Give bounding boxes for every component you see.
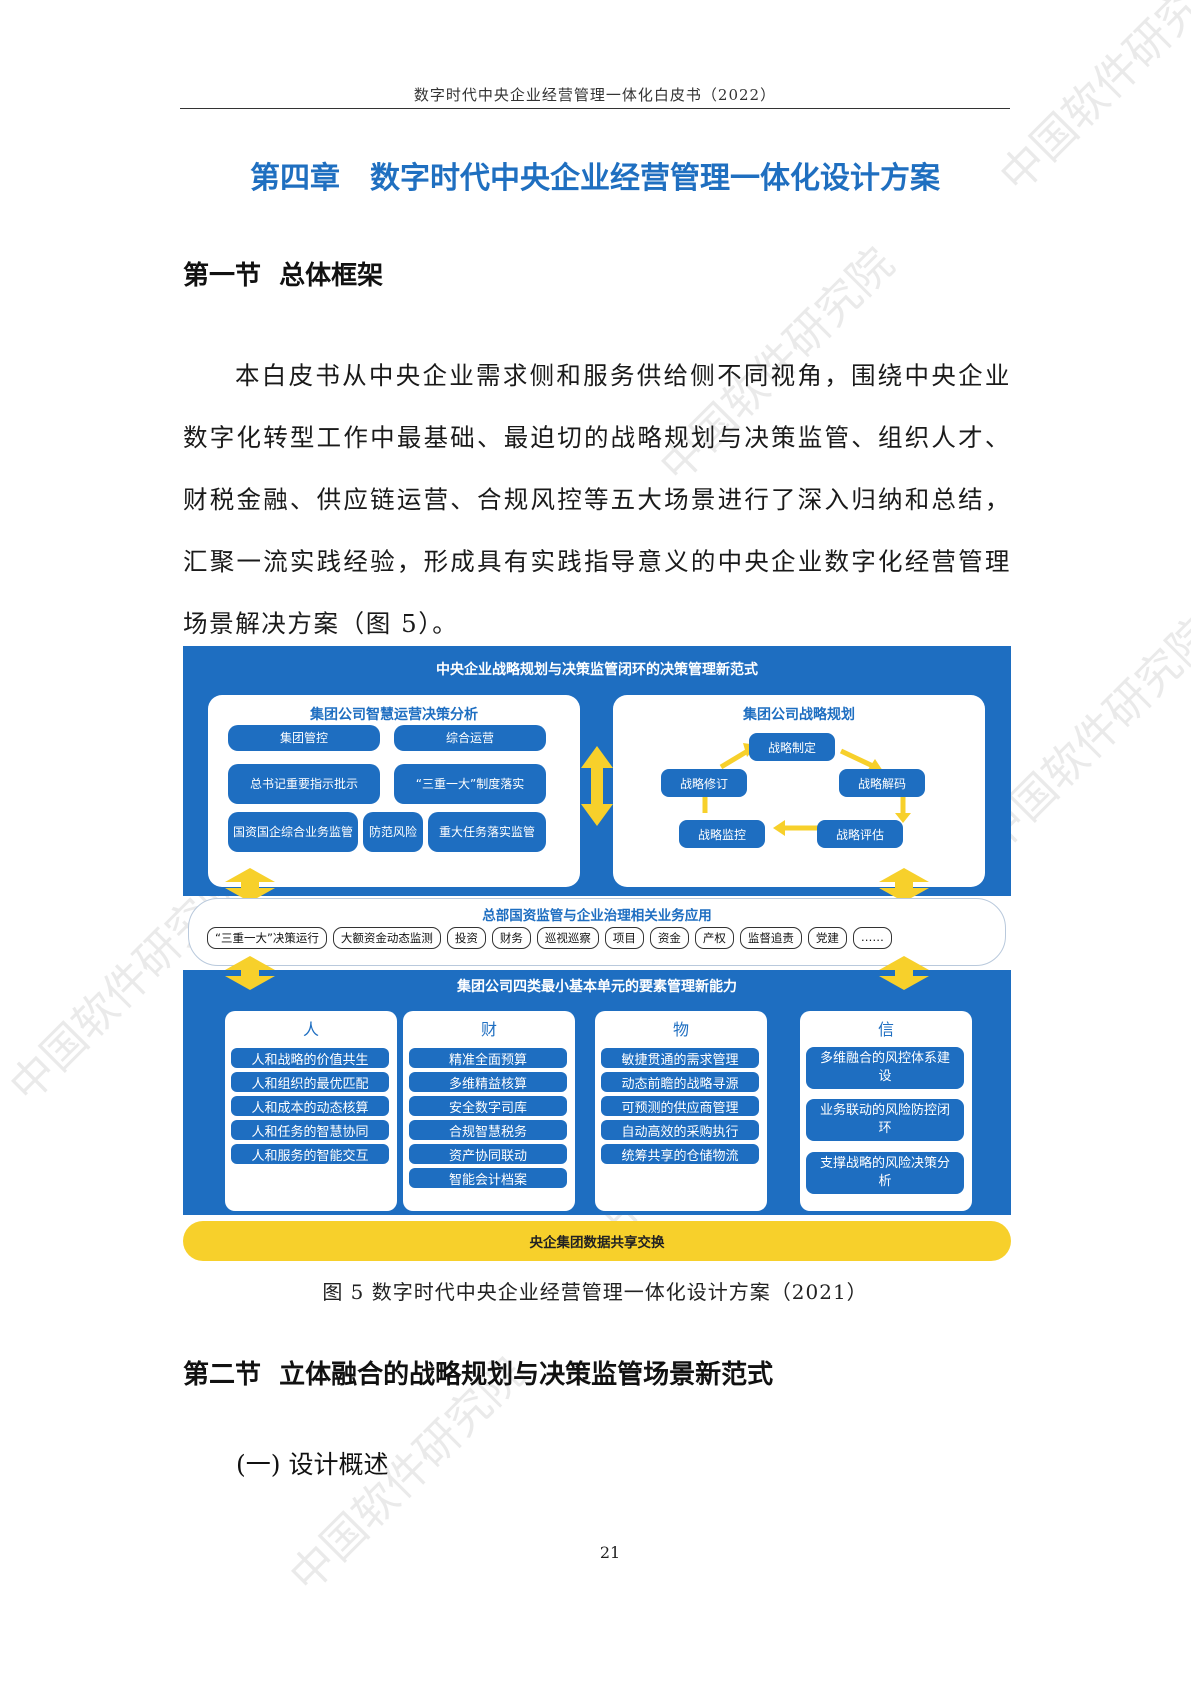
left-panel-title: 集团公司智慧运营决策分析 — [310, 707, 478, 723]
decision-item: 重大任务落实监管 — [428, 812, 546, 852]
data-exchange-band: 央企集团数据共享交换 — [183, 1221, 1011, 1261]
running-header: 数字时代中央企业经营管理一体化白皮书（2022） — [413, 86, 777, 104]
page-number: 21 — [599, 1543, 621, 1562]
column-item: 安全数字司库 — [409, 1096, 567, 1116]
decision-item: 集团管控 — [228, 725, 380, 751]
element-column-finance: 财 精准全面预算 多维精益核算 安全数字司库 合规智慧税务 资产协同联动 智能会… — [403, 1011, 575, 1211]
body-paragraph: 本白皮书从中央企业需求侧和服务供给侧不同视角，围绕中央企业数字化转型工作中最基础… — [183, 361, 1011, 638]
right-panel: 集团公司战略规划 战略制定 战略解码 战略评估 战略监控 战略修订 — [613, 695, 985, 887]
watermark: 中国软件研究院 — [990, 0, 1191, 203]
middle-band-items: “三重一大”决策运行 大额资金动态监测 投资 财务 巡视巡察 项目 资金 产权 … — [207, 927, 892, 949]
business-item: 投资 — [446, 927, 486, 949]
column-item: 合规智慧税务 — [409, 1120, 567, 1140]
header-rule — [180, 108, 1010, 109]
column-title: 物 — [672, 1020, 689, 1039]
column-item: 人和任务的智慧协同 — [231, 1120, 389, 1140]
business-item: 项目 — [604, 927, 644, 949]
decision-item: 防范风险 — [363, 812, 423, 852]
cycle-step: 战略评估 — [817, 820, 903, 848]
figure-top-title: 中央企业战略规划与决策监管闭环的决策管理新范式 — [436, 662, 758, 678]
figure-caption: 图 5 数字时代中央企业经营管理一体化设计方案（2021） — [322, 1280, 868, 1304]
business-item: 产权 — [694, 927, 734, 949]
right-panel-title: 集团公司战略规划 — [743, 707, 855, 723]
column-item: 业务联动的风险防控闭环 — [806, 1099, 964, 1141]
column-item: 自动高效的采购执行 — [601, 1120, 759, 1140]
column-item: 可预测的供应商管理 — [601, 1096, 759, 1116]
framework-figure: 中央企业战略规划与决策监管闭环的决策管理新范式 集团公司智慧运营决策分析 集团管… — [183, 646, 1011, 1261]
element-column-people: 人 人和战略的价值共生 人和组织的最优匹配 人和成本的动态核算 人和任务的智慧协… — [225, 1011, 397, 1211]
decision-item: 总书记重要指示批示 — [228, 764, 380, 804]
decision-item: “三重一大”制度落实 — [394, 764, 546, 804]
column-item: 支撑战略的风险决策分析 — [806, 1152, 964, 1194]
column-item: 统筹共享的仓储物流 — [601, 1144, 759, 1164]
column-item: 动态前瞻的战略寻源 — [601, 1072, 759, 1092]
column-title: 财 — [480, 1020, 497, 1039]
subsection-title: (一) 设计概述 — [236, 1450, 389, 1479]
column-item: 资产协同联动 — [409, 1144, 567, 1164]
column-item: 敏捷贯通的需求管理 — [601, 1048, 759, 1068]
business-item: 大额资金动态监测 — [332, 927, 441, 949]
business-item: 监督追责 — [739, 927, 802, 949]
business-item: 巡视巡察 — [536, 927, 599, 949]
section-title: 第一节 总体框架 — [183, 261, 384, 291]
business-item: 党建 — [807, 927, 847, 949]
business-item: …… — [852, 927, 892, 949]
business-item: “三重一大”决策运行 — [207, 927, 327, 949]
decision-item: 综合运营 — [394, 725, 546, 751]
cycle-step: 战略监控 — [679, 820, 765, 848]
vertical-arrow-icon — [225, 868, 275, 902]
section-title: 第二节 立体融合的战略规划与决策监管场景新范式 — [183, 1360, 774, 1390]
vertical-arrow-icon — [879, 956, 929, 990]
column-item: 精准全面预算 — [409, 1048, 567, 1068]
business-item: 资金 — [649, 927, 689, 949]
column-item: 人和成本的动态核算 — [231, 1096, 389, 1116]
business-item: 财务 — [491, 927, 531, 949]
column-item: 人和服务的智能交互 — [231, 1144, 389, 1164]
column-item: 多维融合的风控体系建设 — [806, 1047, 964, 1089]
element-column-information: 信 多维融合的风控体系建设 业务联动的风险防控闭环 支撑战略的风险决策分析 — [800, 1011, 972, 1211]
column-item: 人和组织的最优匹配 — [231, 1072, 389, 1092]
column-item: 人和战略的价值共生 — [231, 1048, 389, 1068]
left-panel: 集团公司智慧运营决策分析 集团管控 综合运营 总书记重要指示批示 “三重一大”制… — [208, 695, 580, 887]
figure-bottom-title: 集团公司四类最小基本单元的要素管理新能力 — [457, 979, 737, 995]
middle-band: 总部国资监管与企业治理相关业务应用 “三重一大”决策运行 大额资金动态监测 投资… — [188, 898, 1006, 966]
element-column-materials: 物 敏捷贯通的需求管理 动态前瞻的战略寻源 可预测的供应商管理 自动高效的采购执… — [595, 1011, 767, 1211]
cycle-step: 战略修订 — [661, 769, 747, 797]
column-title: 人 — [302, 1020, 319, 1039]
column-title: 信 — [877, 1020, 894, 1039]
middle-band-title: 总部国资监管与企业治理相关业务应用 — [482, 908, 712, 924]
chapter-title: 第四章 数字时代中央企业经营管理一体化设计方案 — [250, 161, 940, 196]
vertical-arrow-icon — [879, 868, 929, 902]
cycle-step: 战略解码 — [839, 769, 925, 797]
column-item: 多维精益核算 — [409, 1072, 567, 1092]
vertical-arrow-icon — [225, 956, 275, 990]
column-item: 智能会计档案 — [409, 1168, 567, 1188]
double-arrow-icon — [581, 746, 613, 826]
cycle-step: 战略制定 — [749, 733, 835, 761]
decision-item: 国资国企综合业务监管 — [228, 812, 358, 852]
